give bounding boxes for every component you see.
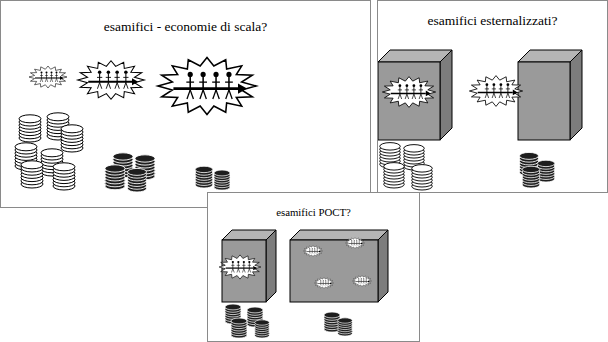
panel-title: esamifici POCT? xyxy=(208,206,419,218)
scenario-panel: esamifici POCT? xyxy=(207,192,420,342)
outsourcing-illustration xyxy=(378,1,607,192)
scenario-panel: esamifici - economie di scala? xyxy=(0,0,371,208)
scenario-panel: esamifici esternalizzati? xyxy=(377,0,608,193)
panel-title: esamifici - economie di scala? xyxy=(1,19,370,35)
panel-title: esamifici esternalizzati? xyxy=(378,13,607,29)
